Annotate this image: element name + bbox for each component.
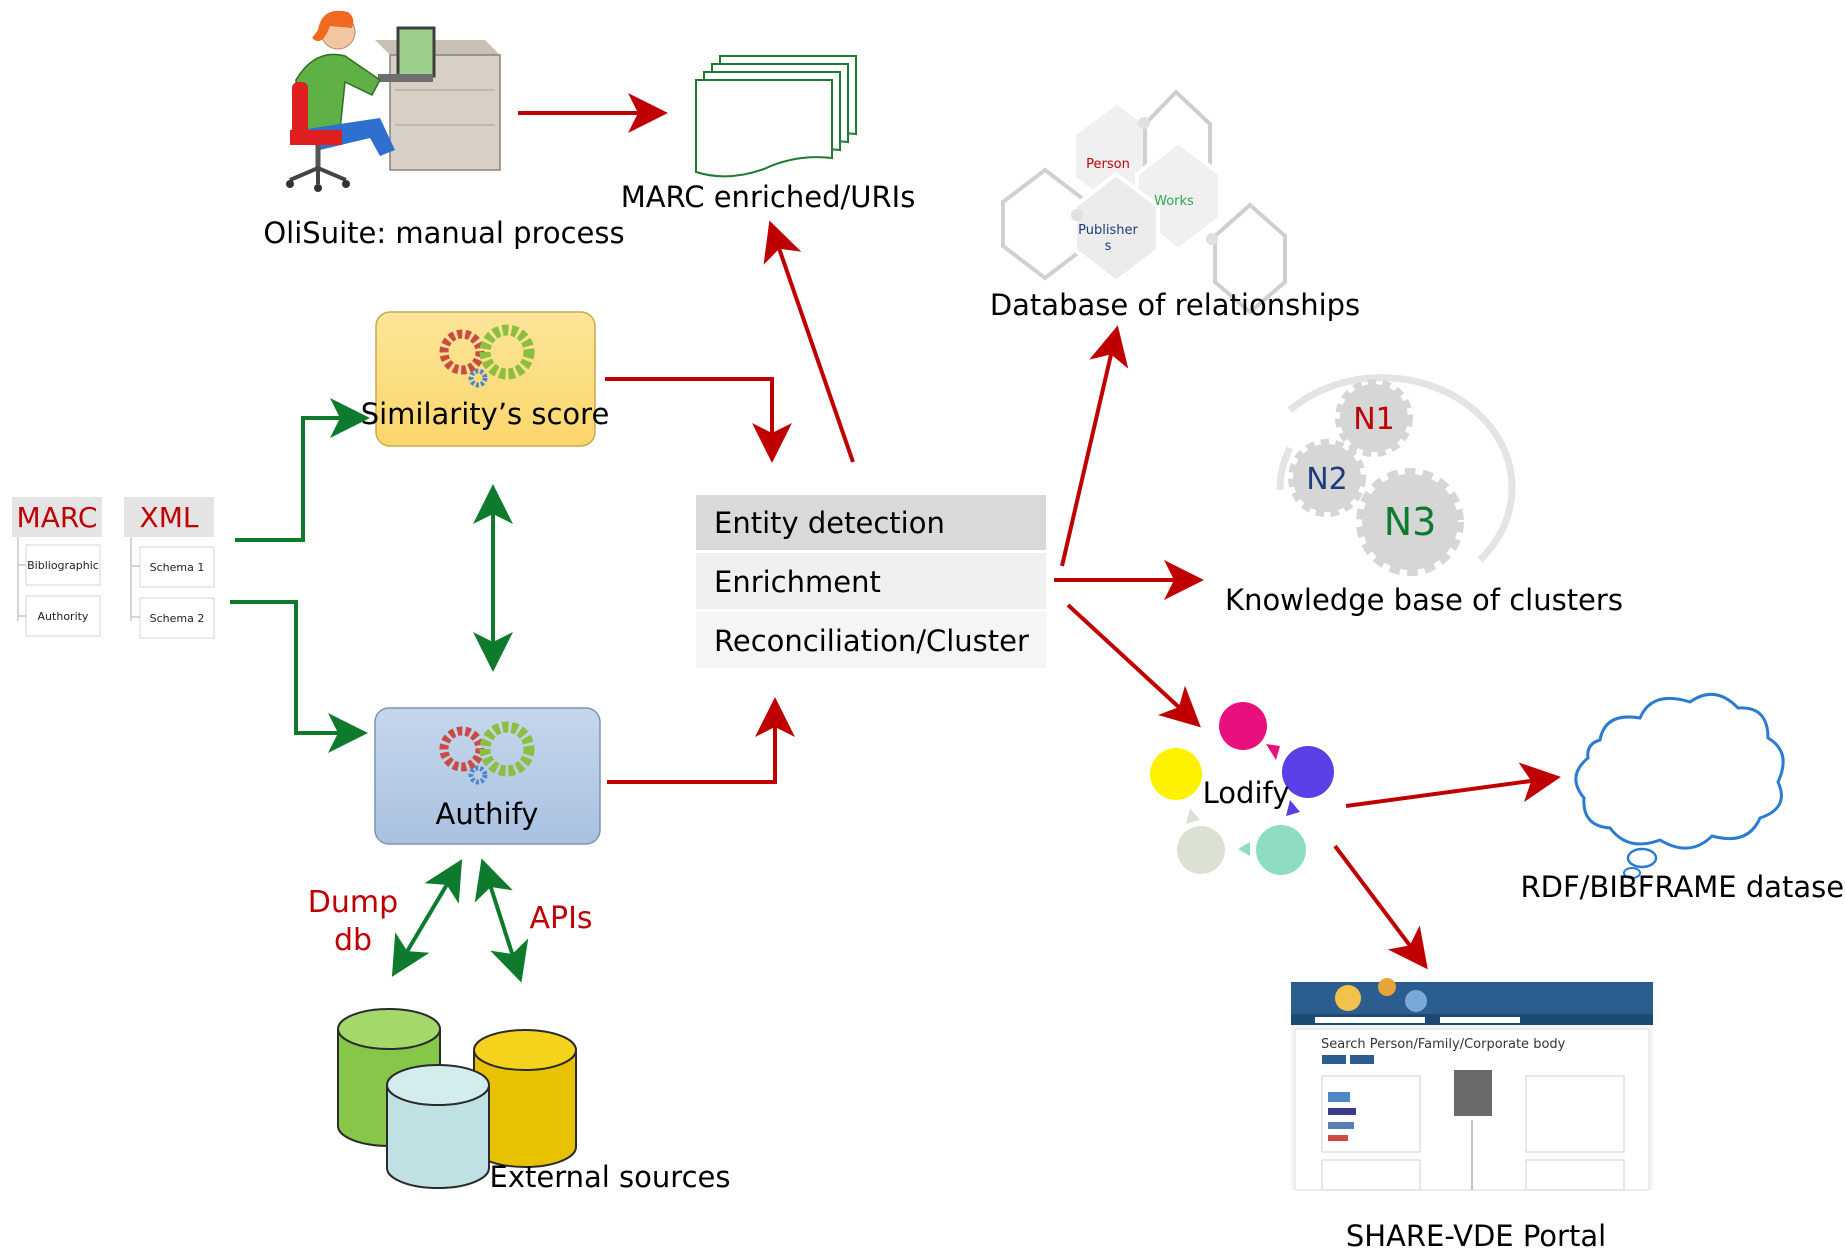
hex-person-label: Person [1086,157,1130,172]
marc-enriched-label: MARC enriched/URIs [621,180,916,214]
xml-label-box [124,497,214,537]
hexagon-cluster: Person Works Publisher s [1001,89,1287,315]
processing-stack: Entity detection Enrichment Reconciliati… [696,495,1046,668]
svg-text:Authority: Authority [38,610,89,623]
portal-label: SHARE-VDE Portal [1346,1219,1606,1253]
apis-label: APIs [529,901,592,936]
marc-bibliographic [25,544,101,586]
rdf-dataset-label: RDF/BIBFRAME dataset [1521,870,1845,904]
database-relationships-label: Database of relationships [990,288,1360,322]
arrow-authify-dump [391,859,463,977]
olisuite-label: OliSuite: manual process [263,216,624,250]
marc-label-box [12,497,102,537]
lodify-label: Lodify [1203,776,1290,810]
xml-schema-2 [139,597,215,639]
similarity-score-box: Similarity’s score [361,311,610,447]
portal-screenshot: Search Person/Family/Corporate body [1291,978,1653,1191]
red-arrows [518,93,1561,970]
arrow-marc-to-similarity [235,398,370,542]
hex-works-label: Works [1154,194,1194,209]
svg-text:Schema 2: Schema 2 [150,612,205,625]
similarity-label: Similarity’s score [361,397,610,431]
marc-label: MARC [17,501,98,534]
gear-n3-label: N3 [1384,500,1437,544]
lodify-icon [1150,702,1334,875]
hex-publishers-label: Publisher [1078,223,1138,238]
arrow-lodify-to-rdf [1345,762,1561,808]
external-sources-label: External sources [490,1160,731,1194]
hex-publishers-label-line2: s [1105,239,1112,254]
cluster-gears-icon: N1 N2 N3 [1276,374,1516,576]
authify-label: Authify [436,797,539,831]
knowledge-base-label: Knowledge base of clusters [1225,583,1623,617]
cloud-icon [1574,692,1785,879]
portal-search-heading: Search Person/Family/Corporate body [1321,1037,1566,1052]
marc-authority [25,595,101,637]
gears-icon [439,721,535,785]
gear-n1-label: N1 [1353,402,1395,437]
arrow-lodify-to-portal [1333,844,1428,970]
entity-detection-label: Entity detection [714,506,945,540]
green-arrows [230,398,529,983]
authify-box: Authify [374,707,601,845]
reconciliation-label: Reconciliation/Cluster [714,624,1029,658]
arrow-processing-to-lodify [1066,603,1201,728]
gear-n2-label: N2 [1306,462,1348,497]
gears-icon [439,324,535,388]
xml-schema-1 [139,546,215,588]
arrow-processing-to-database [1060,325,1129,567]
marc-documents-icon [695,55,857,178]
format-trees: MARC Bibliographic Authority XML Schema … [12,497,215,639]
database-cylinders-icon [337,1008,577,1189]
dump-db-label-line2: db [334,923,372,958]
arrow-authify-to-processing [607,697,795,784]
arrow-processing-to-marc [763,220,855,463]
xml-label: XML [140,501,199,534]
svg-text:Schema 1: Schema 1 [150,561,205,574]
arrow-similarity-to-processing [605,377,792,463]
person-at-desk-icon [286,10,501,192]
enrichment-label: Enrichment [714,565,881,599]
arrow-xml-to-authify [230,600,368,753]
arrow-authify-apis [474,858,529,983]
dump-db-label: Dump [308,885,398,920]
svg-text:Bibliographic: Bibliographic [27,559,99,572]
